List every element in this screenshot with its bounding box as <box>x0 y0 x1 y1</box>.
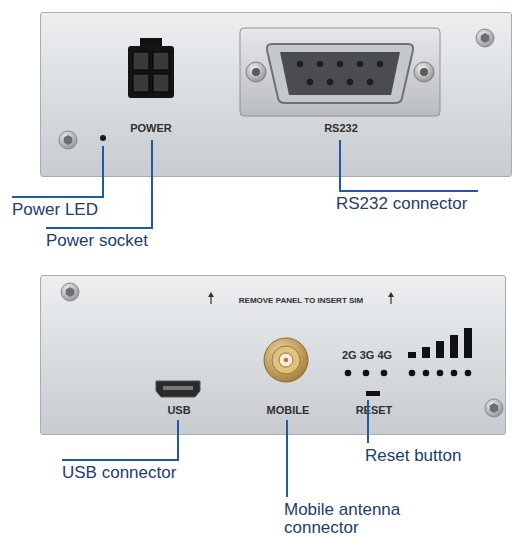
callout-label: RS232 connector <box>336 195 516 213</box>
panel-marking: 2G 3G 4G <box>342 350 392 361</box>
callout-label: Reset button <box>365 447 515 465</box>
callout-label: Power LED <box>12 201 152 219</box>
callout-label: USB connector <box>62 464 222 482</box>
panel-marking: USB <box>167 405 190 416</box>
device-panel: POWER RS232 <box>40 12 512 177</box>
panel-marking: MOBILE <box>267 405 310 416</box>
panel-marking: RS232 <box>324 123 358 134</box>
callout-label: Power socket <box>46 232 206 250</box>
callout-label: Mobile antenna connector <box>284 501 424 537</box>
panel-marking: RESET <box>356 405 393 416</box>
panel-marking: REMOVE PANEL TO INSERT SIM <box>239 297 363 305</box>
device-panel: REMOVE PANEL TO INSERT SIM USB MOBILE 2G 3G… <box>40 275 506 435</box>
panel-marking: POWER <box>130 123 172 134</box>
